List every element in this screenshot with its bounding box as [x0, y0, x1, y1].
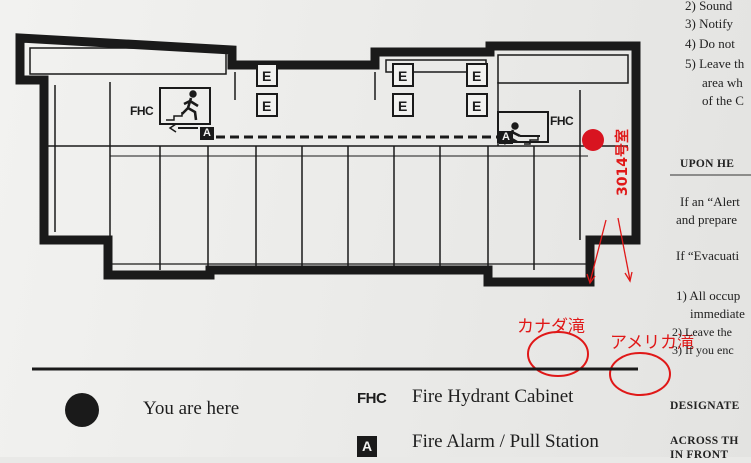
legend-fire-alarm: Fire Alarm / Pull Station — [412, 431, 599, 452]
step-5-cont2-text: of the C — [702, 93, 744, 108]
designate-heading: DESIGNATE — [670, 400, 740, 412]
in-front-heading: IN FRONT — [670, 449, 729, 461]
step-4-text: 4) Do not — [685, 36, 735, 51]
exit-stair-left-icon — [166, 90, 199, 133]
legend-alarm-letter: A — [362, 438, 372, 454]
leave-the-line: 2) Leave the — [672, 325, 732, 339]
immediate-line: immediate — [690, 306, 745, 321]
legend-fire-hydrant: Fire Hydrant Cabinet — [412, 386, 574, 407]
you-are-here-dot — [582, 129, 604, 151]
fhc-label-left: FHC — [130, 104, 154, 118]
step-2-text: 2) Sound — [685, 0, 733, 13]
outer-wall — [15, 33, 641, 287]
alarm-letter: A — [502, 131, 510, 143]
step-3-text: 3) Notify — [685, 16, 734, 31]
step-5-text: 5) Leave th — [685, 56, 745, 71]
exit-letter: E — [262, 98, 271, 114]
room-number-annotation: 3014号室 — [615, 129, 631, 196]
exit-letter: E — [398, 98, 407, 114]
legend-fhc-code: FHC — [357, 390, 387, 407]
exit-letter: E — [472, 68, 481, 84]
legend-alarm-box — [357, 436, 377, 457]
if-you-line: 3) If you enc — [672, 343, 734, 357]
alarm-box-right — [499, 131, 513, 144]
red-arrows — [586, 217, 633, 285]
american-falls-label: アメリカ滝 — [610, 333, 695, 353]
canada-falls-label: カナダ滝 — [517, 317, 585, 337]
fhc-label-right: FHC — [550, 114, 574, 128]
canada-falls-circle — [527, 331, 589, 377]
all-occupants-line: 1) All occup — [676, 288, 741, 303]
step-5-cont-text: area wh — [702, 75, 743, 90]
evacuation-line: If “Evacuati — [676, 248, 740, 263]
alert-line-2: and prepare — [676, 212, 737, 227]
alarm-box-left — [200, 127, 214, 140]
american-falls-circle — [609, 352, 671, 396]
legend-you-are-here: You are here — [143, 398, 240, 419]
exit-letter: E — [472, 98, 481, 114]
alarm-letter: A — [203, 127, 211, 139]
exit-letter: E — [262, 68, 271, 84]
exit-boxes — [256, 63, 488, 117]
exit-letter: E — [398, 68, 407, 84]
across-heading: ACROSS TH — [670, 435, 739, 447]
alert-line-1: If an “Alert — [680, 194, 740, 209]
upon-heading: UPON HE — [680, 158, 735, 170]
legend-dot-icon — [65, 393, 99, 427]
